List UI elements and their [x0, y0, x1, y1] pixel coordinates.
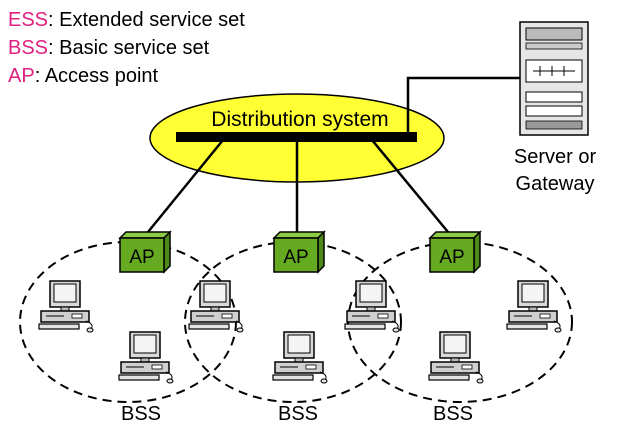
- ap-label-2: AP: [283, 247, 308, 268]
- server-label-line2: Gateway: [516, 173, 595, 195]
- ap-link-1: [147, 139, 224, 233]
- ap-link-3: [371, 139, 449, 233]
- computer-icon: [506, 280, 562, 333]
- distribution-system-label: Distribution system: [211, 108, 388, 131]
- legend: ESS: Extended service set BSS: Basic ser…: [8, 6, 245, 90]
- computer-icon: [118, 331, 174, 384]
- legend-ap-abbr: AP: [8, 65, 35, 87]
- legend-ap: AP: Access point: [8, 62, 245, 90]
- bss-circle-2: [184, 241, 402, 403]
- legend-ess-text: : Extended service set: [48, 9, 245, 31]
- legend-ess-abbr: ESS: [8, 9, 49, 31]
- computer-icon: [38, 280, 94, 333]
- access-point-3: AP: [428, 230, 482, 274]
- bss-label-3: BSS: [433, 403, 473, 425]
- ap-label-1: AP: [129, 247, 154, 268]
- distribution-backbone: [176, 132, 417, 142]
- access-point-2: AP: [272, 230, 326, 274]
- ap-label-3: AP: [439, 247, 464, 268]
- legend-ess: ESS: Extended service set: [8, 6, 245, 34]
- legend-bss-abbr: BSS: [8, 37, 49, 59]
- server-icon: [519, 21, 589, 136]
- bss-label-2: BSS: [278, 403, 318, 425]
- access-point-1: AP: [118, 230, 172, 274]
- legend-bss: BSS: Basic service set: [8, 34, 245, 62]
- server-label-line1: Server or: [514, 146, 597, 168]
- server-link: [406, 76, 520, 132]
- computer-icon: [428, 331, 484, 384]
- legend-bss-text: : Basic service set: [48, 37, 210, 59]
- computer-icon: [272, 331, 328, 384]
- legend-ap-text: : Access point: [34, 65, 159, 87]
- bss-label-1: BSS: [121, 403, 161, 425]
